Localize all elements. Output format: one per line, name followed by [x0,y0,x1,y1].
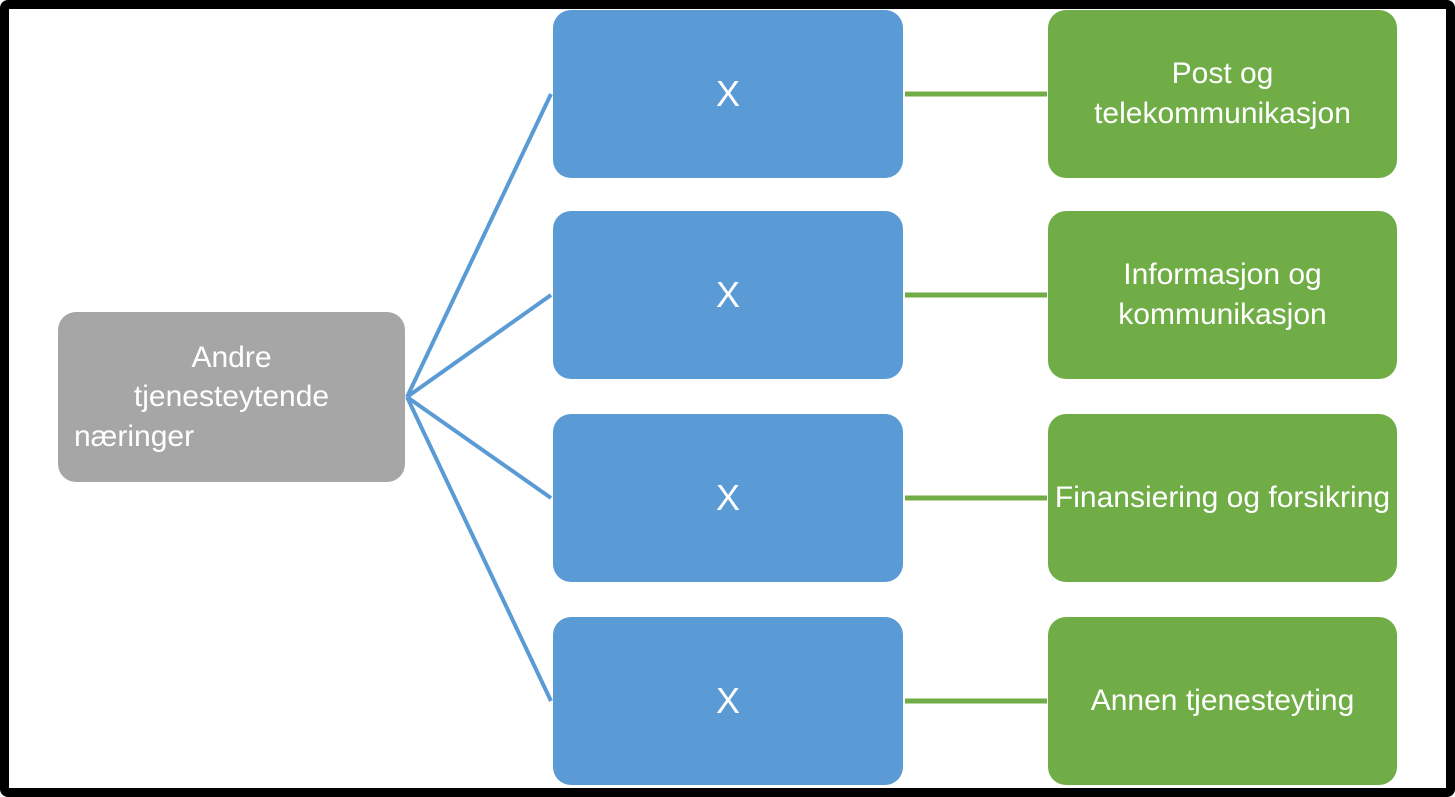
category-node-label: Annen tjenesteyting [1090,684,1355,718]
operator-node-label: X [715,73,740,115]
connector-root-to-operator-2 [405,293,553,399]
category-node-label: Post og telekommunikasjon [1094,57,1351,130]
connector-root-to-operator-3 [405,395,553,500]
root-node-label-line: næringer [74,419,195,453]
category-node-label: Finansiering og forsikring [1054,481,1391,515]
category-node-post-og-telekommunikasjon: Post og telekommunikasjon [1048,10,1397,178]
connector-root-to-operator-1 [405,93,553,398]
category-node-informasjon-og-kommunikasjon: Informasjon og kommunikasjon [1048,211,1397,379]
root-node-label-line: Andre [191,340,272,374]
operator-node-3: X [553,414,903,582]
operator-node-1: X [553,10,903,178]
operator-node-label: X [715,274,740,316]
operator-node-label: X [715,680,740,722]
root-node-label-line: tjenesteytende [133,380,330,414]
operator-node-label: X [715,477,740,519]
operator-node-2: X [553,211,903,379]
category-node-label: Informasjon og kommunikasjon [1118,258,1327,331]
connector-root-to-operator-4 [405,396,553,702]
root-node-andre-tjenesteytende-naeringer: Andre tjenesteytende næringer [58,312,405,482]
operator-node-4: X [553,617,903,785]
category-node-annen-tjenesteyting: Annen tjenesteyting [1048,617,1397,785]
category-node-finansiering-og-forsikring: Finansiering og forsikring [1048,414,1397,582]
